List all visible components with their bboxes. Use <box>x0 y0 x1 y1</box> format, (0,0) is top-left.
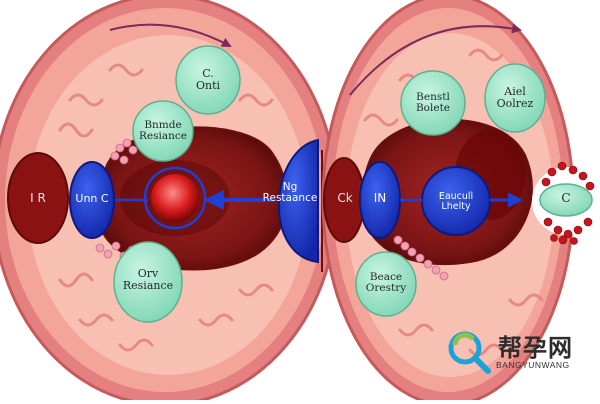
watermark: 帮孕网 BANGYUNWANG <box>440 326 590 374</box>
far-green-bubble <box>539 183 593 217</box>
right-red-edge-oval <box>323 157 365 243</box>
center-blue-half <box>277 138 319 264</box>
right-granules <box>393 235 449 281</box>
right-panel <box>321 0 575 404</box>
red-cells <box>541 161 595 245</box>
right-top-right-green-bubble <box>484 63 546 133</box>
left-red-edge-oval <box>7 152 69 244</box>
right-bottom-green-bubble <box>355 251 417 317</box>
watermark-en: BANGYUNWANG <box>496 360 570 370</box>
left-blue-oval <box>69 161 115 239</box>
right-blue-oval <box>359 161 401 239</box>
right-blue-round <box>421 166 491 236</box>
left-folds <box>58 63 274 352</box>
left-top-green-bubble <box>175 45 241 115</box>
left-red-nucleus <box>151 174 199 222</box>
left-top-arrow <box>109 23 232 47</box>
watermark-cn: 帮孕网 <box>498 334 573 362</box>
right-top-left-green-bubble <box>400 70 466 136</box>
magnifier-logo-icon <box>448 331 491 374</box>
red-cell-cluster <box>532 161 600 245</box>
left-bottom-green-bubble <box>113 241 183 323</box>
left-mid-green-bubble <box>132 100 194 162</box>
right-top-arrow <box>349 23 522 96</box>
left-panel <box>0 0 339 404</box>
